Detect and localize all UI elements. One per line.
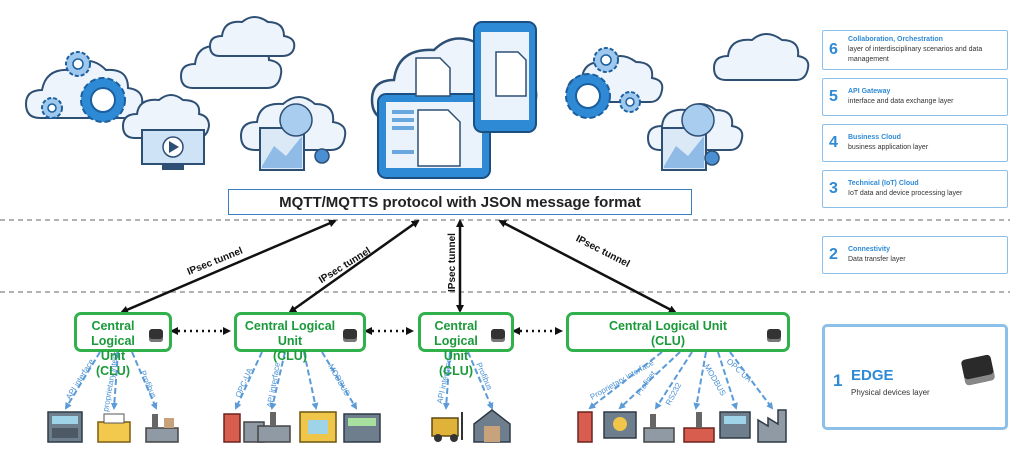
clu-line1: Central Logical Unit (244, 319, 336, 348)
device-icon (47, 411, 83, 443)
layer-title: Collaboration, Orchestration (848, 36, 943, 43)
hardware-chip-icon (343, 329, 357, 342)
iface-label: API interface (265, 361, 282, 408)
layer-5-box: 5 API Gateway interface and data exchange… (822, 78, 1008, 116)
layer-desc: layer of interdisciplinary scenarios and… (848, 46, 983, 63)
protocol-banner: MQTT/MQTTS protocol with JSON message fo… (228, 189, 692, 215)
robot-arm-icon (145, 414, 179, 443)
edge-title: EDGE (851, 367, 894, 384)
layer-number: 1 (833, 371, 843, 390)
protocol-label: MQTT/MQTTS protocol with JSON message fo… (279, 193, 641, 211)
cloud-icon (712, 33, 810, 81)
iface-label: MODBUS (702, 363, 727, 398)
hardware-chip-icon (960, 354, 996, 386)
clu-box-2: Central Logical Unit(CLU) (234, 312, 366, 363)
iface-label: OPC-UA (234, 366, 255, 399)
clu-line2: (CLU) (272, 349, 307, 363)
edge-layer-box: 1 EDGE Physical devices layer (822, 324, 1008, 430)
clu-line1: Central Logical Unit (608, 319, 728, 333)
clu-line1: Central Logical (434, 319, 478, 348)
hardware-chip-icon (491, 329, 505, 342)
printer-icon (97, 413, 131, 443)
chart-icon (259, 103, 330, 171)
gear-icon (619, 91, 641, 113)
device-icon (719, 411, 751, 439)
layer-desc: Data transfer layer (848, 256, 906, 263)
gear-icon (593, 47, 619, 73)
clu-line2: Unit (CLU) (438, 349, 473, 378)
clu-line1: Central Logical (91, 319, 135, 348)
gear-icon (41, 97, 63, 119)
device-icon (343, 413, 381, 443)
phone-icon (473, 21, 537, 133)
warehouse-icon (473, 409, 511, 443)
cloud-icon (121, 94, 211, 139)
layer-title: Business Cloud (848, 134, 901, 141)
layer-number: 5 (829, 88, 838, 105)
edge-desc: Physical devices layer (851, 388, 930, 397)
document-icon (417, 109, 461, 167)
tunnel-label-2: IPsec tunnel (317, 245, 373, 286)
forklift-icon (431, 412, 463, 442)
iface-label: OPC UA (725, 357, 754, 385)
layer-number: 3 (829, 180, 838, 197)
layer-desc: IoT data and device processing layer (848, 190, 963, 197)
tunnel-label-3: IPsec tunnel (447, 233, 458, 292)
clu-line2: Unit (CLU) (95, 349, 130, 378)
document-icon (415, 57, 451, 97)
layer-title: Technical (IoT) Cloud (848, 180, 919, 187)
hardware-chip-icon (149, 329, 163, 342)
monitor-play-icon (141, 129, 205, 170)
factory-icon (757, 409, 787, 443)
robot-arm-icon (643, 414, 675, 443)
cloud-icon (208, 16, 296, 57)
layer-desc: business application layer (848, 144, 929, 151)
layer-title: API Gateway (848, 88, 891, 95)
gear-icon (603, 411, 637, 439)
robot-arm-icon (683, 412, 715, 443)
device-icon (577, 411, 593, 443)
clu-line2: (CLU) (650, 334, 685, 348)
hardware-chip-icon (767, 329, 781, 342)
layer-title: Connestivity (848, 246, 891, 253)
gear-icon (65, 51, 91, 77)
iface-label: MODBUS (326, 363, 351, 398)
layer-number: 6 (829, 41, 838, 58)
clu-box-4: Central Logical Unit(CLU) (566, 312, 790, 352)
factory-icon (299, 411, 337, 443)
tunnel-arrow-4 (498, 219, 677, 314)
gear-icon (565, 73, 611, 119)
layer-number: 4 (829, 134, 838, 151)
chart-icon (661, 103, 720, 171)
layer-number: 2 (829, 246, 838, 263)
ipsec-tunnel-arrows (120, 219, 677, 314)
layer-6-box: 6 Collaboration, Orchestration layer of i… (822, 30, 1008, 70)
layer-desc: interface and data exchange layer (848, 98, 954, 105)
robot-arm-icon (257, 412, 291, 443)
layer-4-box: 4 Business Cloud business application lay… (822, 124, 1008, 162)
interface-links (64, 351, 774, 410)
tunnel-arrow-2 (288, 219, 420, 314)
iface-label: RS232 (664, 381, 684, 407)
gear-icon (80, 77, 126, 123)
tunnel-arrow-1 (120, 219, 337, 314)
